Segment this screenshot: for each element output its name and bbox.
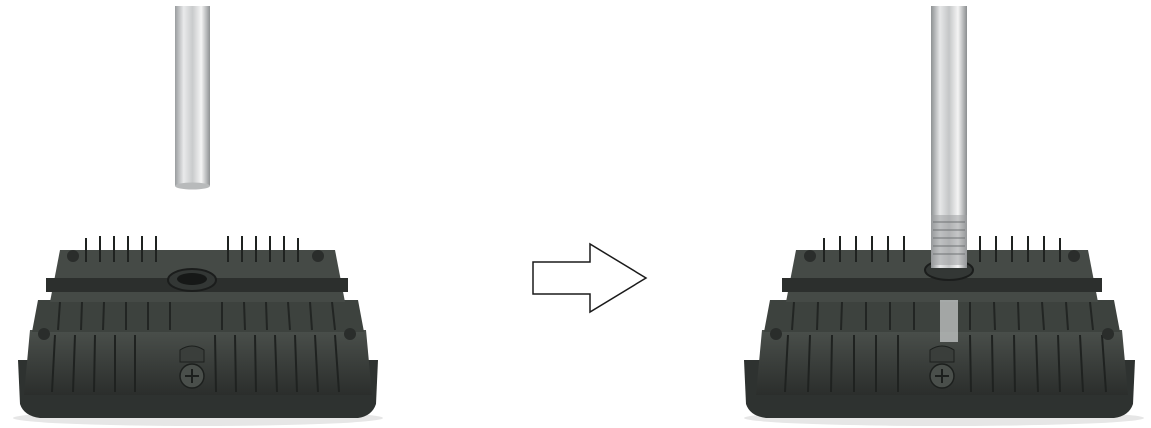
- before-illustration: [0, 0, 400, 428]
- after-step-panel: [730, 0, 1151, 428]
- before-step-panel: [0, 0, 400, 428]
- screw-cap: [930, 346, 954, 388]
- right-arrow-icon: [528, 238, 652, 318]
- fixture-housing: [13, 236, 383, 426]
- screw-cap: [180, 346, 204, 388]
- pole-socket: [168, 269, 216, 291]
- pole: [175, 6, 210, 190]
- after-illustration: [730, 0, 1151, 428]
